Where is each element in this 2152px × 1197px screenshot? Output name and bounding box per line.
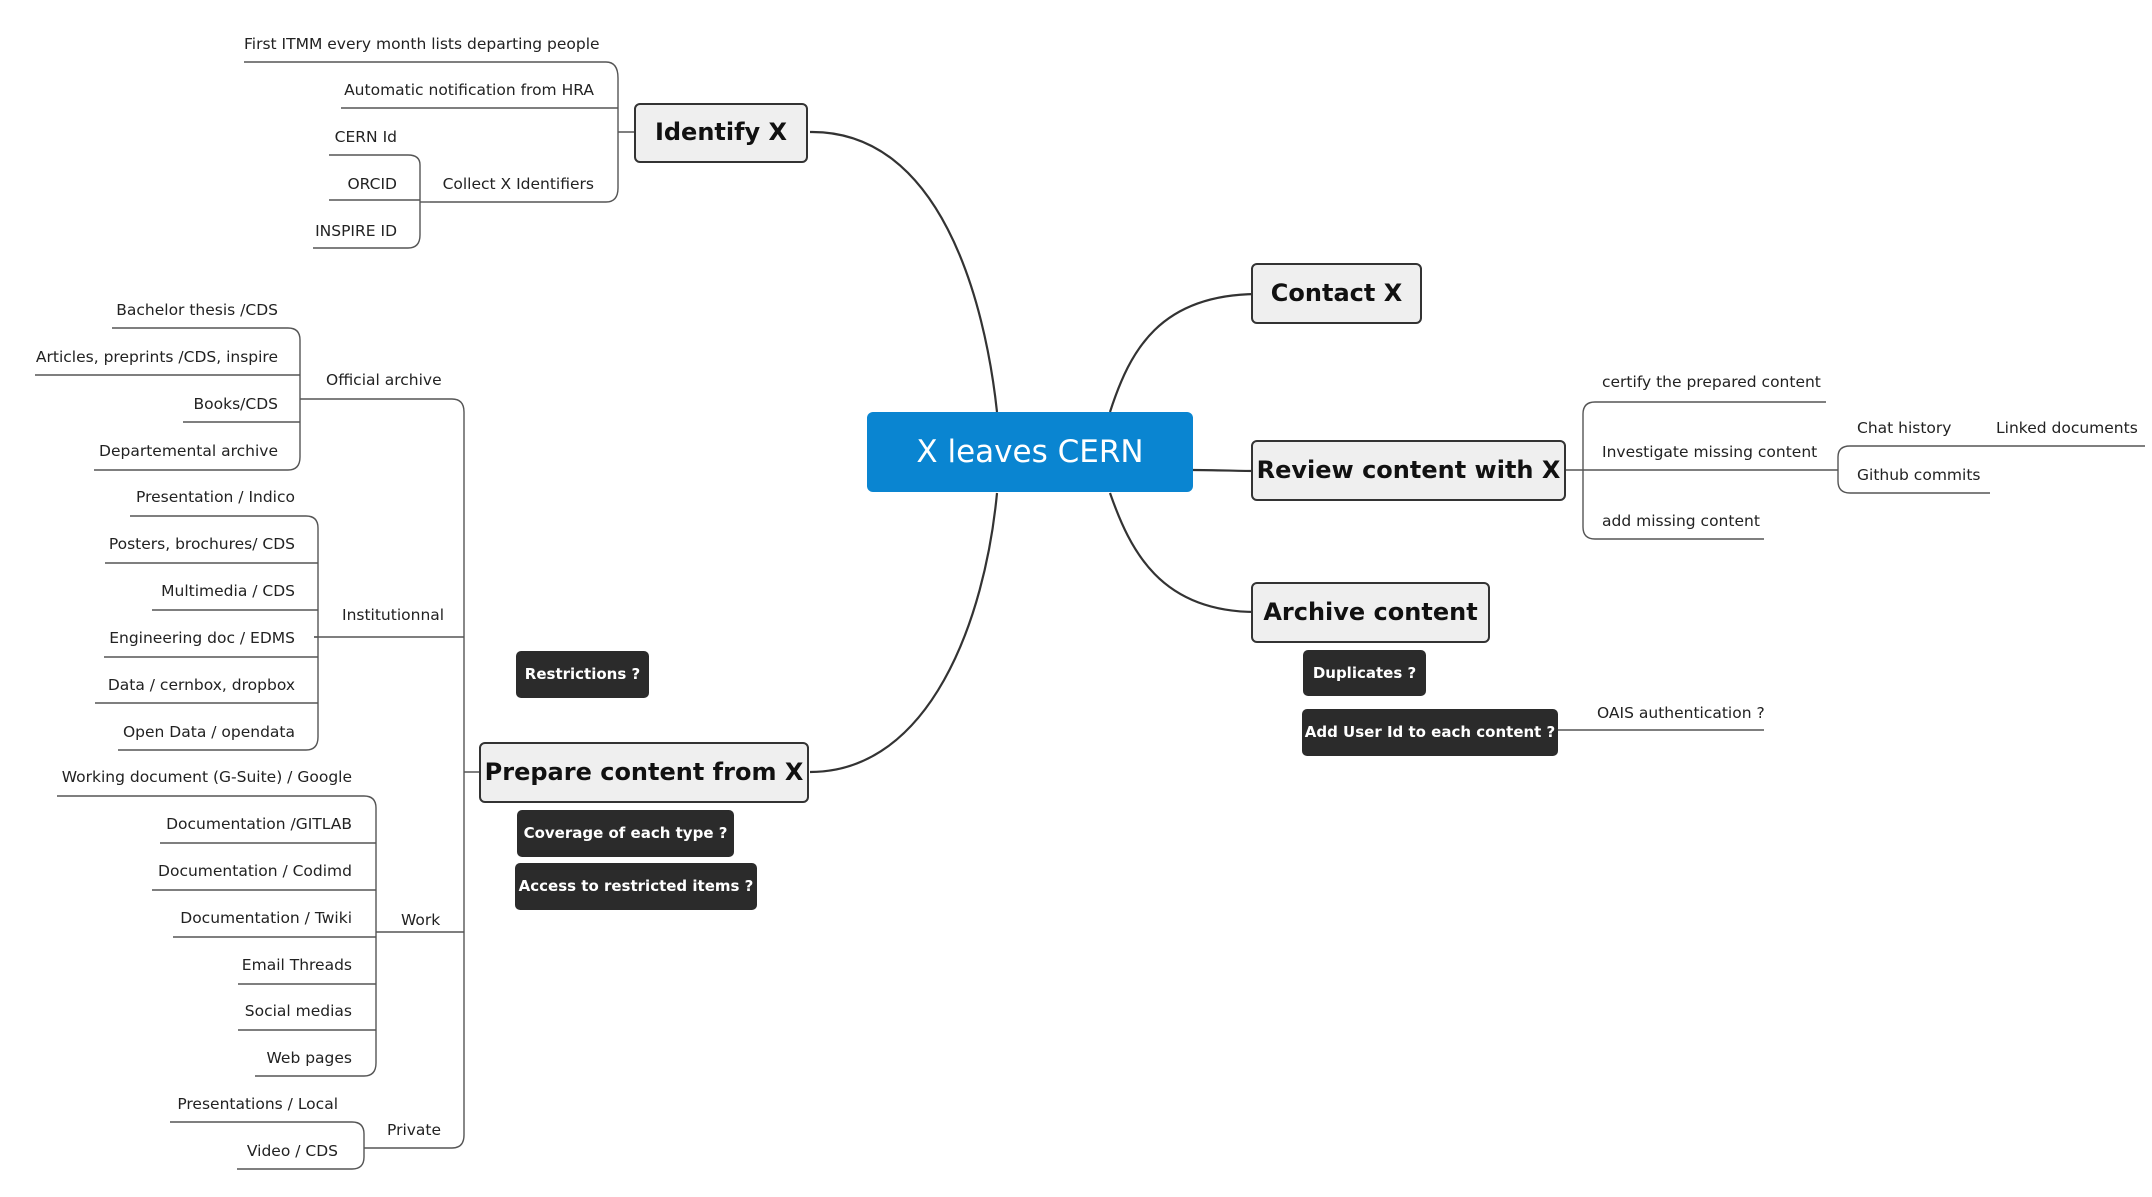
- note-coverage[interactable]: Coverage of each type ?: [517, 810, 734, 857]
- branch-prepare[interactable]: Prepare content from X: [479, 742, 809, 803]
- branch-archive[interactable]: Archive content: [1251, 582, 1490, 643]
- leaf-work-item[interactable]: Documentation /GITLAB: [166, 815, 352, 833]
- leaf-private-item[interactable]: Video / CDS: [246, 1142, 338, 1160]
- leaf-official-item[interactable]: Books/CDS: [193, 395, 278, 413]
- leaf-linked-documents[interactable]: Linked documents: [1996, 419, 2138, 437]
- central-topic[interactable]: X leaves CERN: [867, 412, 1193, 492]
- leaf-work-item[interactable]: Working document (G-Suite) / Google: [61, 768, 352, 786]
- leaf-private-item[interactable]: Presentations / Local: [177, 1095, 338, 1113]
- connector-archive: [1108, 492, 1257, 614]
- branch-review[interactable]: Review content with X: [1251, 440, 1566, 501]
- category-work[interactable]: Work: [401, 911, 441, 929]
- leaf-work-item[interactable]: Email Threads: [241, 956, 352, 974]
- note-duplicates[interactable]: Duplicates ?: [1303, 650, 1426, 696]
- leaf-add-missing[interactable]: add missing content: [1602, 512, 1760, 530]
- leaf-auto-notification[interactable]: Automatic notification from HRA: [344, 81, 594, 99]
- branch-identify[interactable]: Identify X: [634, 103, 808, 163]
- leaf-oais[interactable]: OAIS authentication ?: [1597, 704, 1765, 722]
- leaf-certify[interactable]: certify the prepared content: [1602, 373, 1821, 391]
- leaf-official-item[interactable]: Departemental archive: [99, 442, 278, 460]
- leaf-github-commits[interactable]: Github commits: [1857, 466, 1981, 484]
- leaf-orcid[interactable]: ORCID: [347, 175, 397, 193]
- leaf-official-item[interactable]: Articles, preprints /CDS, inspire: [35, 348, 278, 366]
- leaf-official-item[interactable]: Bachelor thesis /CDS: [116, 301, 278, 319]
- leaf-first-itmm[interactable]: First ITMM every month lists departing p…: [244, 35, 600, 53]
- category-institutional[interactable]: Institutionnal: [342, 606, 445, 624]
- leaf-institutional-item[interactable]: Presentation / Indico: [136, 488, 295, 506]
- connector-review: [1192, 468, 1257, 473]
- category-official-archive[interactable]: Official archive: [326, 371, 442, 389]
- connector-prepare: [809, 492, 999, 774]
- leaf-institutional-item[interactable]: Multimedia / CDS: [161, 582, 295, 600]
- leaf-work-item[interactable]: Web pages: [266, 1049, 352, 1067]
- leaf-work-item[interactable]: Social medias: [244, 1002, 352, 1020]
- leaf-chat-history[interactable]: Chat history: [1857, 419, 1952, 437]
- note-add-user-id[interactable]: Add User Id to each content ?: [1302, 709, 1558, 756]
- branch-contact[interactable]: Contact X: [1251, 263, 1422, 324]
- leaf-institutional-item[interactable]: Data / cernbox, dropbox: [107, 676, 295, 694]
- category-private[interactable]: Private: [387, 1121, 442, 1139]
- leaf-institutional-item[interactable]: Posters, brochures/ CDS: [108, 535, 295, 553]
- leaf-inspire-id[interactable]: INSPIRE ID: [315, 222, 397, 240]
- note-access[interactable]: Access to restricted items ?: [515, 863, 757, 910]
- leaf-investigate[interactable]: Investigate missing content: [1602, 443, 1818, 461]
- leaf-institutional-item[interactable]: Open Data / opendata: [122, 723, 295, 741]
- leaf-collect-identifiers[interactable]: Collect X Identifiers: [442, 175, 594, 193]
- leaf-cern-id[interactable]: CERN Id: [334, 128, 397, 146]
- connector-contact: [1108, 292, 1257, 413]
- leaf-work-item[interactable]: Documentation / Twiki: [180, 909, 352, 927]
- leaf-work-item[interactable]: Documentation / Codimd: [158, 862, 352, 880]
- leaf-institutional-item[interactable]: Engineering doc / EDMS: [109, 629, 295, 647]
- note-restrictions[interactable]: Restrictions ?: [516, 651, 649, 698]
- connector-identify: [809, 130, 999, 413]
